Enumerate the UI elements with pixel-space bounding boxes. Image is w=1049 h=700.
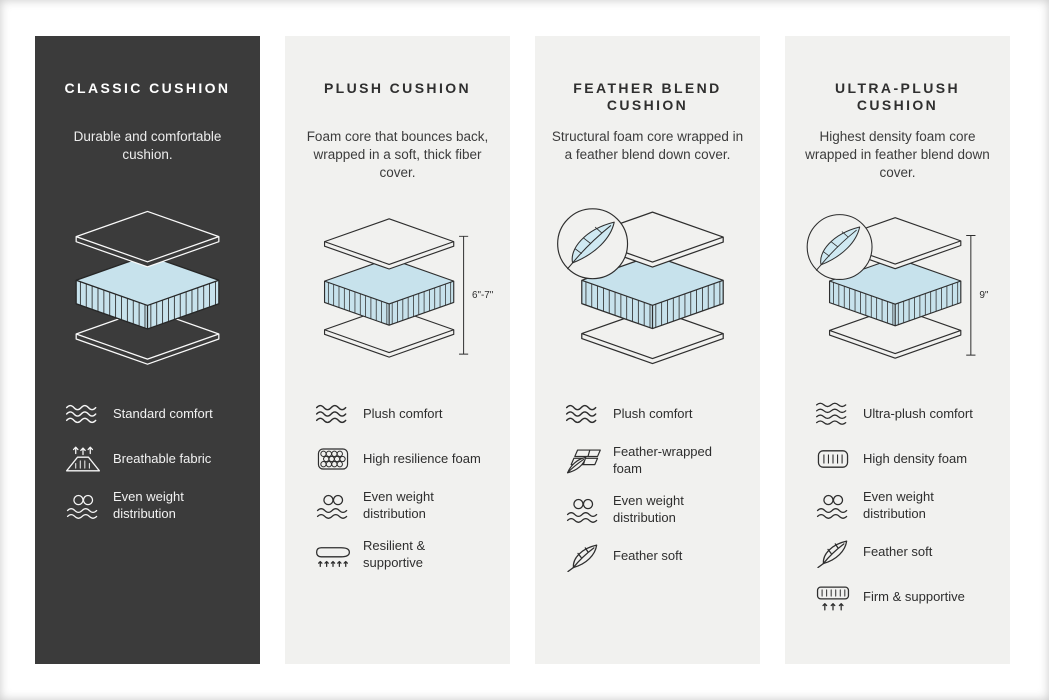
cushion-illustration <box>51 206 244 373</box>
feature-list: Plush comfort High resilience foam Even … <box>301 399 494 572</box>
feature-label: Even weight distribution <box>863 489 934 521</box>
panel-feather-blend-cushion: FEATHER BLEND CUSHION Structural foam co… <box>535 36 760 664</box>
weight-distribution-icon <box>63 491 103 521</box>
feature-label: High resilience foam <box>363 450 481 466</box>
feature-row: Feather soft <box>563 542 732 572</box>
height-dimension-label: 9" <box>979 290 989 301</box>
layered-cushion-diagram: 9" <box>806 214 989 373</box>
feather-wrapped-foam-icon <box>563 446 603 476</box>
panel-description: Foam core that bounces back, wrapped in … <box>306 129 489 181</box>
weight-distribution-icon <box>813 491 853 521</box>
panel-title: FEATHER BLEND CUSHION <box>573 80 722 113</box>
cushion-illustration: 9" <box>801 206 994 373</box>
feature-label: Even weight distribution <box>613 492 684 525</box>
feature-label: Standard comfort <box>113 405 213 421</box>
feature-row: Ultra-plush comfort <box>813 399 982 429</box>
feature-row: High resilience foam <box>313 444 482 474</box>
density-foam-icon <box>813 444 853 474</box>
panel-description: Highest density foam core wrapped in fea… <box>805 129 990 181</box>
panel-ultra-plush-cushion: ULTRA-PLUSH CUSHION Highest density foam… <box>785 36 1010 664</box>
weight-distribution-icon <box>313 491 353 521</box>
feature-row: High density foam <box>813 444 982 474</box>
height-dimension: 9" <box>966 234 989 356</box>
panel-description: Structural foam core wrapped in a feathe… <box>551 129 744 163</box>
feature-label: Even weight distribution <box>363 489 434 521</box>
panel-classic-cushion: CLASSIC CUSHION Durable and comfortable … <box>35 36 260 664</box>
feature-row: Resilient & supportive <box>313 538 482 572</box>
waves-icon <box>313 399 353 429</box>
waves-icon <box>813 399 853 429</box>
feature-label: Plush comfort <box>613 405 693 421</box>
feature-label: Firm & supportive <box>863 589 965 605</box>
feature-row: Even weight distribution <box>563 493 732 527</box>
feather-badge-icon <box>806 214 873 281</box>
layered-cushion-diagram <box>51 206 244 373</box>
layered-cushion-diagram <box>557 208 744 373</box>
feature-label: High density foam <box>863 450 968 466</box>
feature-row: Feather soft <box>813 538 982 568</box>
breathable-fabric-icon <box>63 444 103 474</box>
feature-row: Feather-wrapped foam <box>563 444 732 478</box>
waves-icon <box>563 399 603 429</box>
feature-list: Plush comfort Feather-wrapped foam Even … <box>551 399 744 572</box>
feature-label: Ultra-plush comfort <box>863 405 973 421</box>
waves-icon <box>63 399 103 429</box>
feature-row: Even weight distribution <box>63 489 232 523</box>
feather-badge-icon <box>557 208 629 280</box>
height-dimension-label: 6"-7" <box>472 290 494 301</box>
foam-bubbles-icon <box>313 444 353 474</box>
panel-title: PLUSH CUSHION <box>323 80 472 96</box>
layered-cushion-diagram: 6"-7" <box>301 206 494 373</box>
weight-distribution-icon <box>563 495 603 525</box>
feature-row: Even weight distribution <box>313 489 482 523</box>
feature-row: Standard comfort <box>63 399 232 429</box>
resilient-supportive-icon <box>313 540 353 570</box>
feature-list: Standard comfort Breathable fabric Even … <box>51 399 244 523</box>
feature-label: Even weight distribution <box>113 489 184 521</box>
feature-label: Plush comfort <box>363 405 443 421</box>
feature-label: Feather soft <box>613 548 683 564</box>
cushion-illustration: 6"-7" <box>301 206 494 373</box>
feature-row: Even weight distribution <box>813 489 982 523</box>
panel-description: Durable and comfortable cushion. <box>73 129 222 163</box>
panel-title: ULTRA-PLUSH CUSHION <box>835 80 960 113</box>
feature-row: Plush comfort <box>563 399 732 429</box>
panel-plush-cushion: PLUSH CUSHION Foam core that bounces bac… <box>285 36 510 664</box>
feature-label: Resilient & supportive <box>363 537 426 570</box>
firm-supportive-icon <box>813 583 853 613</box>
feature-row: Firm & supportive <box>813 583 982 613</box>
feature-label: Feather-wrapped foam <box>613 444 712 476</box>
panel-title: CLASSIC CUSHION <box>64 80 231 96</box>
feather-icon <box>813 538 853 568</box>
feature-label: Feather soft <box>863 544 933 560</box>
feature-row: Plush comfort <box>313 399 482 429</box>
feather-icon <box>563 542 603 572</box>
feature-list: Ultra-plush comfort High density foam Ev… <box>801 399 994 613</box>
feature-row: Breathable fabric <box>63 444 232 474</box>
feature-label: Breathable fabric <box>113 450 212 466</box>
height-dimension: 6"-7" <box>459 235 494 355</box>
cushion-illustration <box>551 206 744 373</box>
